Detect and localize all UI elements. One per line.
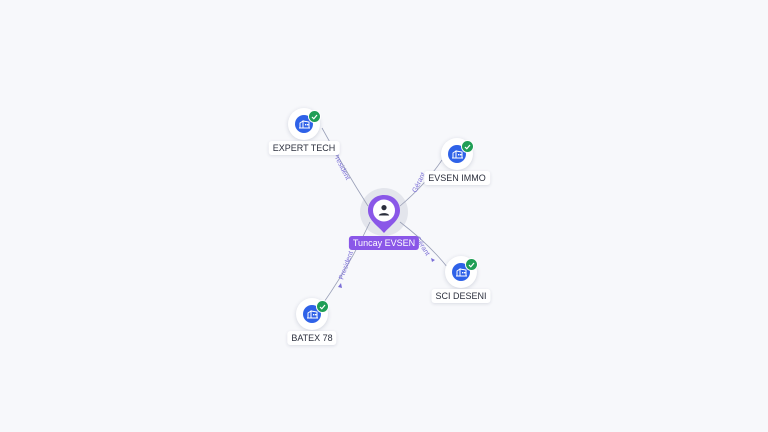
company-label: BATEX 78 — [287, 331, 337, 345]
edge-evsen-immo — [399, 159, 443, 207]
verified-check-icon — [316, 300, 329, 313]
company-label: SCI DESENI — [431, 289, 491, 303]
person-pin-icon — [368, 195, 400, 233]
edge-batex-78 — [321, 221, 371, 306]
edge-sci-deseni — [399, 221, 449, 269]
company-label: EVSEN IMMO — [424, 171, 490, 185]
verified-check-icon — [308, 110, 321, 123]
edge-expert-tech — [321, 127, 369, 207]
verified-check-icon — [461, 140, 474, 153]
edge-label-batex-78: President — [338, 250, 355, 280]
edge-arrow — [431, 258, 435, 262]
edge-arrow — [338, 283, 342, 288]
verified-check-icon — [465, 258, 478, 271]
edge-label-expert-tech: President — [331, 152, 351, 182]
company-label: EXPERT TECH — [268, 141, 340, 155]
person-label: Tuncay EVSEN — [348, 236, 420, 250]
